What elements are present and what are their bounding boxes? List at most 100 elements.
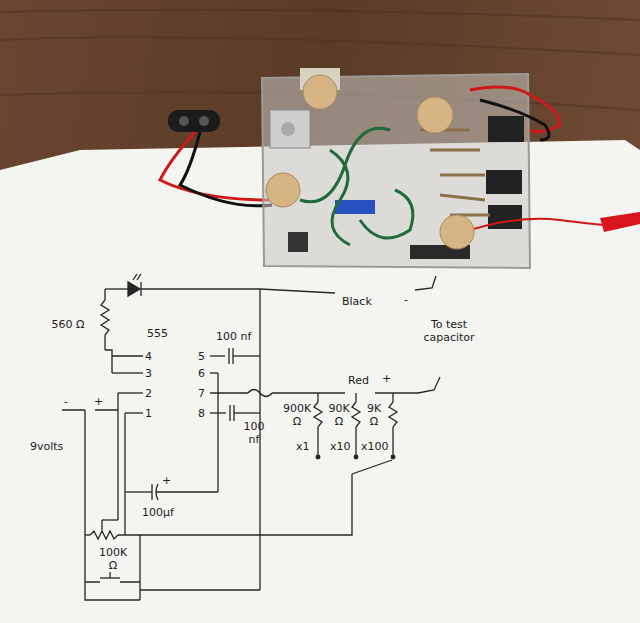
schematic-wires xyxy=(128,282,140,296)
pin-number: 8 xyxy=(198,407,205,420)
schematic-wires xyxy=(352,460,392,474)
circuit-board xyxy=(270,110,310,148)
chip-name: 555 xyxy=(147,327,168,340)
resistor-value: 100K Ω xyxy=(96,546,130,572)
battery-clip xyxy=(168,110,220,132)
schematic-wires xyxy=(314,402,322,427)
schematic-wires xyxy=(101,300,109,335)
note: To test capacitor xyxy=(410,318,488,344)
capacitor-value: 100 nf xyxy=(216,330,251,343)
schematic-wires xyxy=(140,589,260,590)
polarity-sign: + xyxy=(162,474,171,487)
circuit-board xyxy=(266,173,300,207)
schematic-wires xyxy=(101,520,102,530)
polarity-sign: + xyxy=(382,372,391,385)
probe-label: Black xyxy=(342,295,372,308)
schematic-wires xyxy=(316,455,320,459)
resistor-value: 9K Ω xyxy=(362,402,386,428)
circuit-board xyxy=(480,100,549,140)
battery-clip xyxy=(179,116,189,126)
schematic-wires xyxy=(112,372,143,373)
circuit-board xyxy=(420,130,490,215)
resistor-value: 90K Ω xyxy=(326,402,352,428)
range-label: x100 xyxy=(361,440,389,453)
pin-number: 6 xyxy=(198,367,205,380)
circuit-board xyxy=(330,150,350,245)
table xyxy=(0,10,640,110)
battery-clip xyxy=(180,132,272,206)
range-label: x1 xyxy=(296,440,310,453)
battery-clip xyxy=(160,110,272,206)
schematic-wires xyxy=(317,393,318,402)
schematic-wires xyxy=(125,412,143,413)
schematic-wires xyxy=(109,572,110,578)
circuit-board xyxy=(488,205,522,229)
schematic-wires xyxy=(118,534,210,535)
circuit-board xyxy=(335,200,375,214)
circuit-board xyxy=(262,68,640,268)
pin-number: 2 xyxy=(145,387,152,400)
circuit-board xyxy=(303,75,337,109)
pin-number: 3 xyxy=(145,367,152,380)
schematic-wires xyxy=(210,392,248,393)
polarity-sign: + xyxy=(94,395,103,408)
schematic-wires xyxy=(392,427,393,455)
schematic-wires xyxy=(259,289,260,590)
schematic-wires xyxy=(418,377,440,393)
schematic-wires xyxy=(217,373,218,393)
schematic-wires xyxy=(104,335,105,350)
schematic-wires xyxy=(85,581,140,582)
schematic-wires xyxy=(62,274,440,600)
pin-number: 1 xyxy=(145,407,152,420)
probe-label: Red xyxy=(348,374,369,387)
circuit-board xyxy=(300,128,390,202)
schematic-wires xyxy=(111,356,112,373)
battery-clip xyxy=(199,116,209,126)
schematic-wires xyxy=(228,348,229,364)
schematic-wires xyxy=(104,289,105,300)
schematic-wires xyxy=(151,484,152,500)
schematic-wires xyxy=(355,427,356,455)
circuit-board xyxy=(440,215,474,249)
schematic-wires xyxy=(118,392,143,393)
battery-label: 9volts xyxy=(30,440,63,453)
schematic-wires xyxy=(272,392,345,393)
schematic-wires xyxy=(156,491,218,492)
schematic-wires xyxy=(354,455,358,459)
schematic-wires xyxy=(117,393,118,520)
schematic-wires xyxy=(105,288,128,289)
schematic-wires xyxy=(234,412,260,413)
circuit-board xyxy=(600,212,640,232)
schematic-wires xyxy=(375,392,418,393)
schematic-wires xyxy=(62,409,118,410)
circuit-board xyxy=(486,170,522,194)
circuit-board xyxy=(360,190,413,238)
circuit-board xyxy=(470,219,605,230)
schematic-wires xyxy=(125,491,152,492)
circuit-board xyxy=(417,97,453,133)
schematic-wires xyxy=(355,393,356,402)
schematic-wires xyxy=(90,531,118,539)
schematic-wires xyxy=(392,393,393,402)
schematic-wires xyxy=(317,427,318,455)
schematic-wires xyxy=(124,413,125,535)
schematic-wires xyxy=(391,455,395,459)
battery-clip xyxy=(160,132,270,200)
schematic-wires xyxy=(141,288,260,289)
pin-number: 7 xyxy=(198,387,205,400)
schematic-wires xyxy=(133,274,141,280)
pin-number: 5 xyxy=(198,350,205,363)
range-label: x10 xyxy=(330,440,351,453)
schematic-wires xyxy=(210,474,352,535)
resistor-value: 560 Ω xyxy=(46,318,90,331)
schematic-wires xyxy=(210,355,225,356)
capacitor-value: 100μf xyxy=(142,506,174,519)
polarity-sign: - xyxy=(64,395,68,408)
resistor-value: 900K Ω xyxy=(282,402,312,428)
circuit-board xyxy=(281,122,295,136)
circuit-board xyxy=(488,116,524,142)
circuit-board xyxy=(288,232,308,252)
